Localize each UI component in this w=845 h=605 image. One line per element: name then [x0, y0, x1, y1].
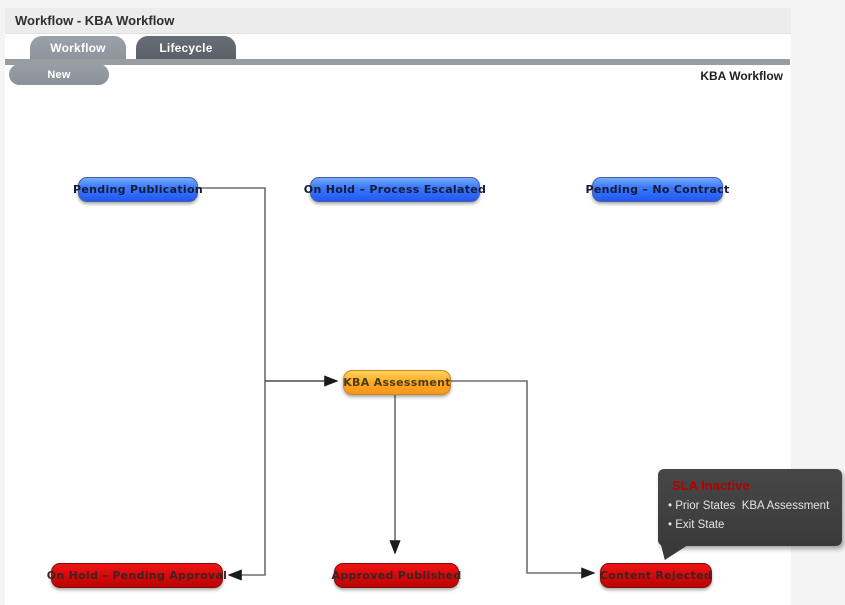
- node-kba-assessment[interactable]: KBA Assessment: [343, 370, 451, 395]
- connector-pending-publication-to-on-hold-pending-approval: [196, 187, 266, 581]
- node-pending-publication[interactable]: Pending Publication: [73, 177, 203, 202]
- node-on-hold-pending-approval[interactable]: On Hold – Pending Approval: [47, 563, 227, 588]
- sla-tooltip-prior-states: • Prior States KBA Assessment: [668, 500, 830, 512]
- sla-tooltip-title: SLA Inactive: [672, 478, 750, 493]
- connector-kba-assessment-to-content-rejected: [449, 380, 596, 579]
- node-content-rejected[interactable]: Content Rejected: [600, 563, 712, 588]
- diagram-title: KBA Workflow: [700, 69, 783, 83]
- node-pending-no-contract[interactable]: Pending – No Contract: [585, 177, 729, 202]
- sla-tooltip: SLA Inactive • Prior States KBA Assessme…: [658, 469, 842, 546]
- tab-workflow[interactable]: Workflow: [30, 36, 126, 60]
- page-header: Workflow - KBA Workflow: [5, 8, 791, 34]
- sla-tooltip-exit-state: • Exit State: [668, 519, 725, 531]
- node-on-hold-process-escalated[interactable]: On Hold – Process Escalated: [304, 177, 486, 202]
- new-button[interactable]: New: [9, 64, 109, 85]
- page-title: Workflow - KBA Workflow: [15, 13, 175, 28]
- node-approved-published[interactable]: Approved Published: [332, 563, 461, 588]
- tab-lifecycle[interactable]: Lifecycle: [136, 36, 236, 60]
- tab-underline-bar: [5, 59, 790, 65]
